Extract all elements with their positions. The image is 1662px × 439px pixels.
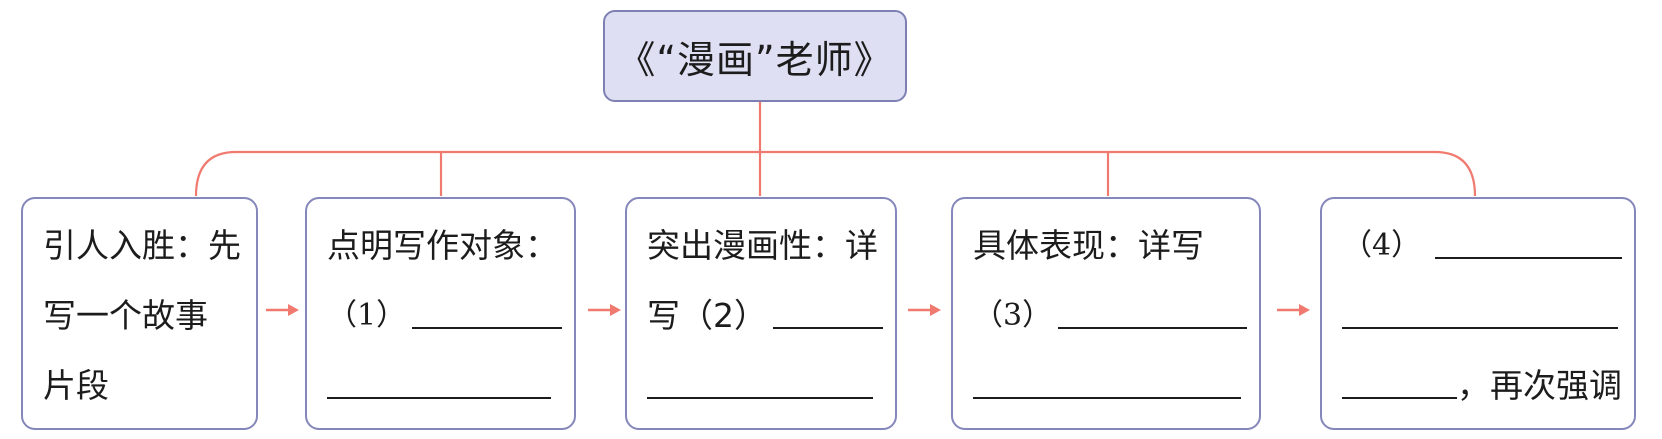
node-text: 具体表现：详写 bbox=[973, 226, 1204, 265]
flow-arrow-icon bbox=[266, 304, 299, 316]
node-cartoon-trait: 突出漫画性：详 写（2） bbox=[625, 197, 897, 430]
node-text: ，再次强调 bbox=[1457, 366, 1622, 405]
node-subject: 点明写作对象： （1） bbox=[305, 197, 576, 430]
node-text: 写一个故事 bbox=[43, 296, 208, 335]
flow-arrow-icon bbox=[908, 304, 941, 316]
answer-blank-4[interactable] bbox=[1435, 233, 1622, 259]
node-conclusion: （4） ，再次强调 bbox=[1320, 197, 1636, 430]
answer-blank-4-end[interactable] bbox=[1342, 373, 1457, 399]
root-node: 《“漫画”老师》 bbox=[603, 10, 907, 102]
blank-label: （1） bbox=[327, 298, 407, 333]
answer-blank-2-cont[interactable] bbox=[647, 373, 873, 399]
node-text: 片段 bbox=[43, 366, 109, 405]
blank-label: （4） bbox=[1342, 228, 1422, 263]
answer-blank-1[interactable] bbox=[412, 303, 562, 329]
node-text: 引人入胜：先 bbox=[43, 226, 241, 265]
node-text: 突出漫画性：详 bbox=[647, 226, 878, 265]
answer-blank-3-cont[interactable] bbox=[973, 373, 1241, 399]
blank-label: 写（2） bbox=[647, 296, 767, 335]
answer-blank-2[interactable] bbox=[773, 303, 883, 329]
answer-blank-3[interactable] bbox=[1058, 303, 1247, 329]
answer-blank-4-cont[interactable] bbox=[1342, 303, 1618, 329]
connector-bus bbox=[194, 150, 1477, 197]
answer-blank-1-cont[interactable] bbox=[327, 373, 551, 399]
blank-label: （3） bbox=[973, 298, 1053, 333]
root-title: 《“漫画”老师》 bbox=[617, 37, 893, 82]
node-details: 具体表现：详写 （3） bbox=[951, 197, 1261, 430]
flow-arrow-icon bbox=[1277, 304, 1310, 316]
node-text: 点明写作对象： bbox=[327, 226, 558, 265]
node-hook: 引人入胜：先 写一个故事 片段 bbox=[21, 197, 258, 430]
flow-arrow-icon bbox=[588, 304, 621, 316]
